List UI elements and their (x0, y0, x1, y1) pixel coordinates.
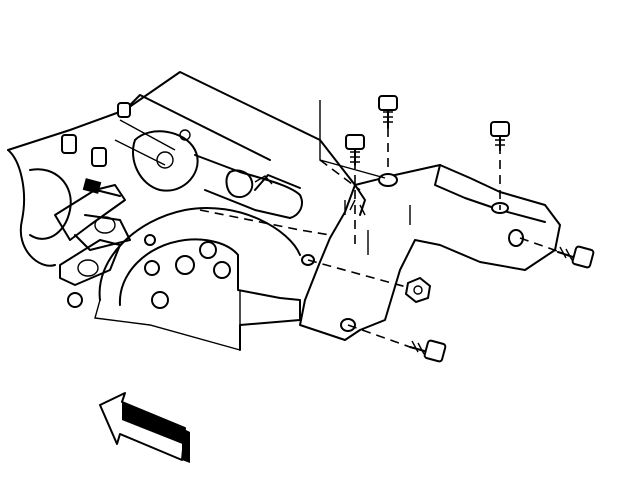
engine-block (7, 71, 356, 308)
nut (404, 276, 432, 304)
bolt-bottom (409, 339, 447, 363)
bolt-top-left (378, 95, 398, 129)
bolt-right (557, 245, 595, 269)
bolt-top-right (490, 121, 510, 151)
flywheel (94, 207, 301, 351)
alignment-lines (199, 100, 561, 350)
mounting-bracket (299, 164, 561, 341)
direction-arrow (99, 392, 190, 463)
bolt-top-middle (345, 134, 365, 166)
